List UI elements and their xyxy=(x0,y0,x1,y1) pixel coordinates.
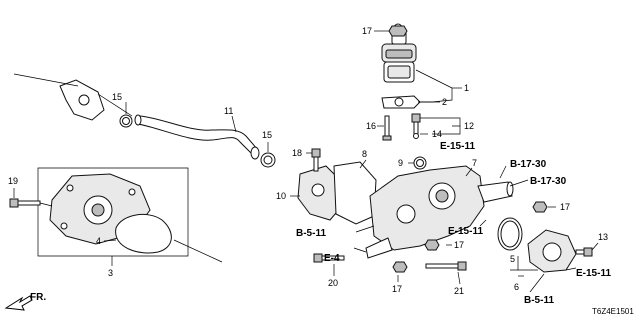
ref-e-4: E-4 xyxy=(324,253,340,264)
housing-cover-part xyxy=(297,165,343,221)
callout-12: 12 xyxy=(464,121,474,131)
nut-part-17-mid xyxy=(424,239,440,251)
bolt-part-21 xyxy=(425,261,467,271)
stud-bolt-part-16 xyxy=(382,115,392,141)
callout-17: 17 xyxy=(454,240,464,250)
housing-gasket-part xyxy=(333,161,377,225)
callout-15: 15 xyxy=(112,92,122,102)
callout-14: 14 xyxy=(432,129,442,139)
bolt-part-20 xyxy=(313,253,345,263)
ref-e-15-11: E-15-11 xyxy=(576,268,611,279)
water-pump-assembly-box xyxy=(37,167,189,257)
o-ring-part-9 xyxy=(413,156,427,170)
callout-17: 17 xyxy=(392,284,402,294)
bolt-part-19 xyxy=(9,198,53,208)
callout-labels: 17 1 2 15 11 15 16 12 14 18 8 9 7 19 10 … xyxy=(8,26,608,296)
water-outlet-housing-part xyxy=(365,165,514,259)
pump-gasket-part xyxy=(115,213,223,263)
ref-b-5-11: B-5-11 xyxy=(524,295,554,306)
callout-16: 16 xyxy=(366,121,376,131)
callout-21: 21 xyxy=(454,286,464,296)
nut-part-17-right xyxy=(532,201,548,213)
gasket-part-5 xyxy=(497,217,523,251)
callout-9: 9 xyxy=(398,158,403,168)
bolt-part-13 xyxy=(575,247,593,257)
nut-part-17-bottom xyxy=(392,261,408,273)
callout-4: 4 xyxy=(96,236,101,246)
o-ring-part-left xyxy=(119,114,133,128)
thermostat-cover-part xyxy=(527,229,577,273)
front-label: FR. xyxy=(30,292,46,303)
reference-codes: E-15-11 B-17-30 B-17-30 E-15-11 B-5-11 E… xyxy=(296,141,611,306)
front-arrow-icon xyxy=(4,295,33,311)
diagram-code: T6Z4E1501 xyxy=(592,307,634,316)
callout-20: 20 xyxy=(328,278,338,288)
ref-b-17-30: B-17-30 xyxy=(530,176,567,187)
callout-2: 2 xyxy=(442,97,447,107)
o-ring-part-right xyxy=(260,152,276,168)
callout-10: 10 xyxy=(276,191,286,201)
callout-6: 6 xyxy=(514,282,519,292)
ref-b-5-11: B-5-11 xyxy=(296,228,326,239)
callout-3: 3 xyxy=(108,268,113,278)
ref-e-15-11: E-15-11 xyxy=(448,226,483,237)
callout-11: 11 xyxy=(224,106,233,116)
bracket-fragment xyxy=(13,73,133,121)
callout-15: 15 xyxy=(262,130,272,140)
ref-e-15-11: E-15-11 xyxy=(440,141,475,152)
callout-17: 17 xyxy=(560,202,570,212)
water-pipe-part xyxy=(134,114,260,160)
egr-gasket-part xyxy=(381,95,421,109)
callout-13: 13 xyxy=(598,232,608,242)
ref-b-17-30: B-17-30 xyxy=(510,159,547,170)
callout-19: 19 xyxy=(8,176,18,186)
callout-1: 1 xyxy=(464,83,469,93)
callout-8: 8 xyxy=(362,149,367,159)
callout-5: 5 xyxy=(510,254,515,264)
leader-lines xyxy=(13,30,599,293)
callout-18: 18 xyxy=(292,148,302,158)
callout-17: 17 xyxy=(362,26,372,36)
nut-part-17-top xyxy=(388,25,408,37)
callout-7: 7 xyxy=(472,158,477,168)
sensor-part-14 xyxy=(411,113,421,139)
